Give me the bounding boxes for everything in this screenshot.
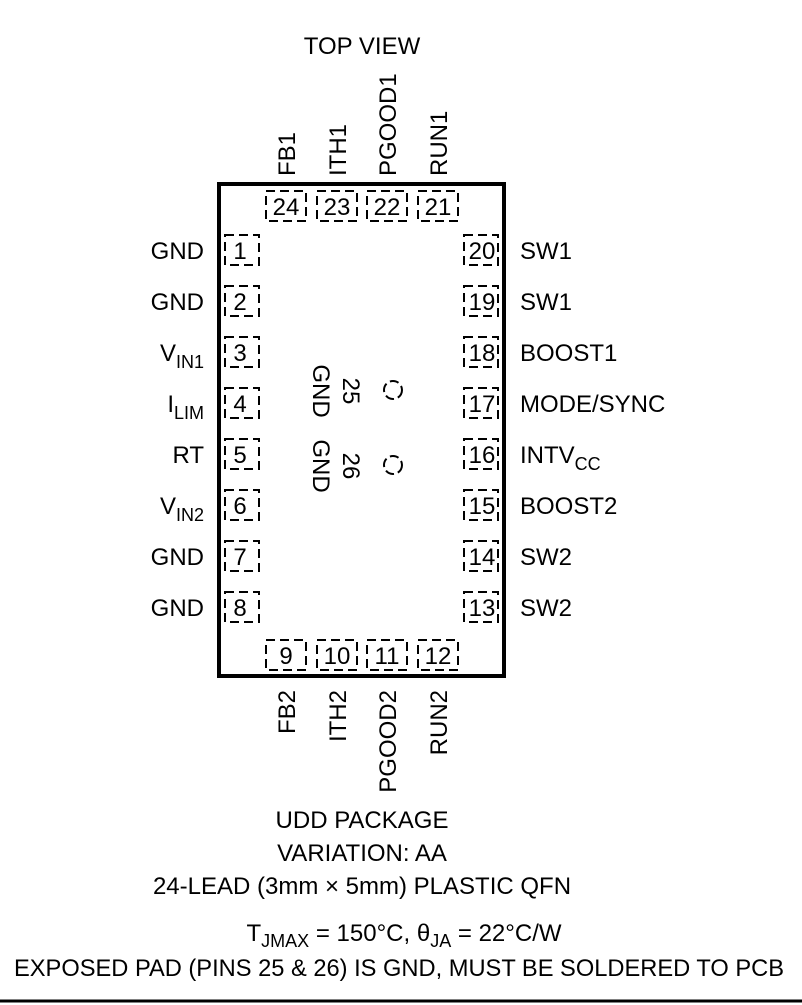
pin-number: 3 — [233, 340, 246, 367]
exposed-pad-26: GND 26 — [307, 439, 403, 493]
pin-number: 17 — [469, 391, 496, 418]
pin-18: 18 BOOST1 — [463, 336, 617, 368]
pin-number: 15 — [469, 493, 496, 520]
pin-8: 8 GND — [151, 591, 260, 623]
package-body — [217, 182, 506, 678]
top-pins: 24 FB1 23 ITH1 22 PGOOD1 21 RUN1 — [265, 73, 459, 222]
pin-23: 23 ITH1 — [316, 124, 358, 222]
pin-12: 12 RUN2 — [417, 639, 459, 755]
pin-1: 1 GND — [151, 234, 260, 266]
pin-name: GND — [151, 238, 204, 265]
pin-number: 16 — [469, 442, 496, 469]
pin-17: 17 MODE/SYNC — [463, 387, 665, 419]
pin-number: 10 — [324, 643, 351, 670]
pin-10: 10 ITH2 — [316, 639, 358, 742]
pin-number: 11 — [375, 643, 400, 670]
caption-lead: 24-LEAD (3mm × 5mm) PLASTIC QFN — [153, 873, 571, 900]
caption-package: UDD PACKAGE — [276, 807, 449, 834]
pin-name: SW1 — [520, 238, 572, 265]
pin-number: 5 — [233, 442, 246, 469]
pin-name: BOOST2 — [520, 493, 617, 520]
diagram-title: TOP VIEW — [304, 33, 421, 60]
pin-21: 21 RUN1 — [417, 111, 459, 222]
pin-number: 4 — [233, 391, 246, 418]
pin-4: 4 ILIM — [167, 387, 260, 423]
pin-22: 22 PGOOD1 — [366, 73, 408, 222]
caption-thermal: TJMAX = 150°C, θJA = 22°C/W — [246, 920, 561, 951]
pin-15: 15 BOOST2 — [463, 489, 617, 521]
pin-name: RT — [172, 442, 204, 469]
pin-14: 14 SW2 — [463, 540, 572, 572]
pin-name: FB1 — [274, 132, 301, 176]
pin-name: GND — [151, 595, 204, 622]
pin-number: 12 — [425, 643, 452, 670]
pin-number: 1 — [233, 238, 246, 265]
pin-number: 2 — [233, 289, 246, 316]
pin-name: SW2 — [520, 544, 572, 571]
pin-number: 20 — [469, 238, 496, 265]
left-pins: 1 GND 2 GND 3 VIN1 4 ILIM 5 RT 6 VIN2 — [151, 234, 260, 623]
pin-name: GND — [151, 289, 204, 316]
pin-number: 22 — [374, 194, 401, 221]
pin-2: 2 GND — [151, 285, 260, 317]
pad-circle — [383, 455, 403, 475]
pad-number: 25 — [337, 378, 364, 405]
pin-name: ITH2 — [325, 690, 352, 742]
pad-circle — [383, 380, 403, 400]
pin-name: PGOOD1 — [375, 73, 402, 176]
pin-number: 9 — [279, 643, 292, 670]
pin-name: GND — [151, 544, 204, 571]
pin-9: 9 FB2 — [265, 639, 307, 734]
pin-name: SW1 — [520, 289, 572, 316]
pin-name: ILIM — [167, 391, 204, 423]
pin-number: 13 — [469, 595, 496, 622]
pin-16: 16 INTVCC — [463, 438, 601, 474]
pin-6: 6 VIN2 — [160, 489, 260, 525]
pin-number: 23 — [324, 194, 351, 221]
pin-number: 19 — [469, 289, 496, 316]
pin-name: VIN1 — [160, 340, 204, 372]
pin-13: 13 SW2 — [463, 591, 572, 623]
right-pins: 20 SW1 19 SW1 18 BOOST1 17 MODE/SYNC 16 … — [463, 234, 665, 623]
caption-exposed-pad-note: EXPOSED PAD (PINS 25 & 26) IS GND, MUST … — [14, 955, 784, 982]
pin-number: 24 — [273, 194, 300, 221]
exposed-pad-25: GND 25 — [307, 364, 403, 418]
pin-name: PGOOD2 — [375, 690, 402, 793]
pin-24: 24 FB1 — [265, 132, 307, 222]
pin-5: 5 RT — [172, 438, 260, 470]
pin-number: 8 — [233, 595, 246, 622]
pin-name: ITH1 — [325, 124, 352, 176]
pin-name: FB2 — [274, 690, 301, 734]
pin-3: 3 VIN1 — [160, 336, 260, 372]
bottom-pins: 9 FB2 10 ITH2 11 PGOOD2 12 RUN2 — [265, 639, 459, 793]
pad-name: GND — [307, 439, 334, 492]
pin-number: 6 — [233, 493, 246, 520]
pin-11: 11 PGOOD2 — [366, 639, 408, 793]
pin-7: 7 GND — [151, 540, 260, 572]
caption-variation: VARIATION: AA — [277, 840, 447, 867]
pin-number: 7 — [233, 544, 246, 571]
pin-name: MODE/SYNC — [520, 391, 665, 418]
pin-name: RUN1 — [426, 111, 453, 176]
pin-name: INTVCC — [520, 442, 601, 474]
pin-number: 21 — [425, 194, 452, 221]
pin-number: 14 — [469, 544, 496, 571]
pin-name: VIN2 — [160, 493, 204, 525]
pin-name: BOOST1 — [520, 340, 617, 367]
pad-name: GND — [307, 364, 334, 417]
pin-number: 18 — [469, 340, 496, 367]
pad-number: 26 — [337, 453, 364, 480]
pin-20: 20 SW1 — [463, 234, 572, 266]
pin-name: RUN2 — [426, 690, 453, 755]
pin-name: SW2 — [520, 595, 572, 622]
pin-19: 19 SW1 — [463, 285, 572, 317]
